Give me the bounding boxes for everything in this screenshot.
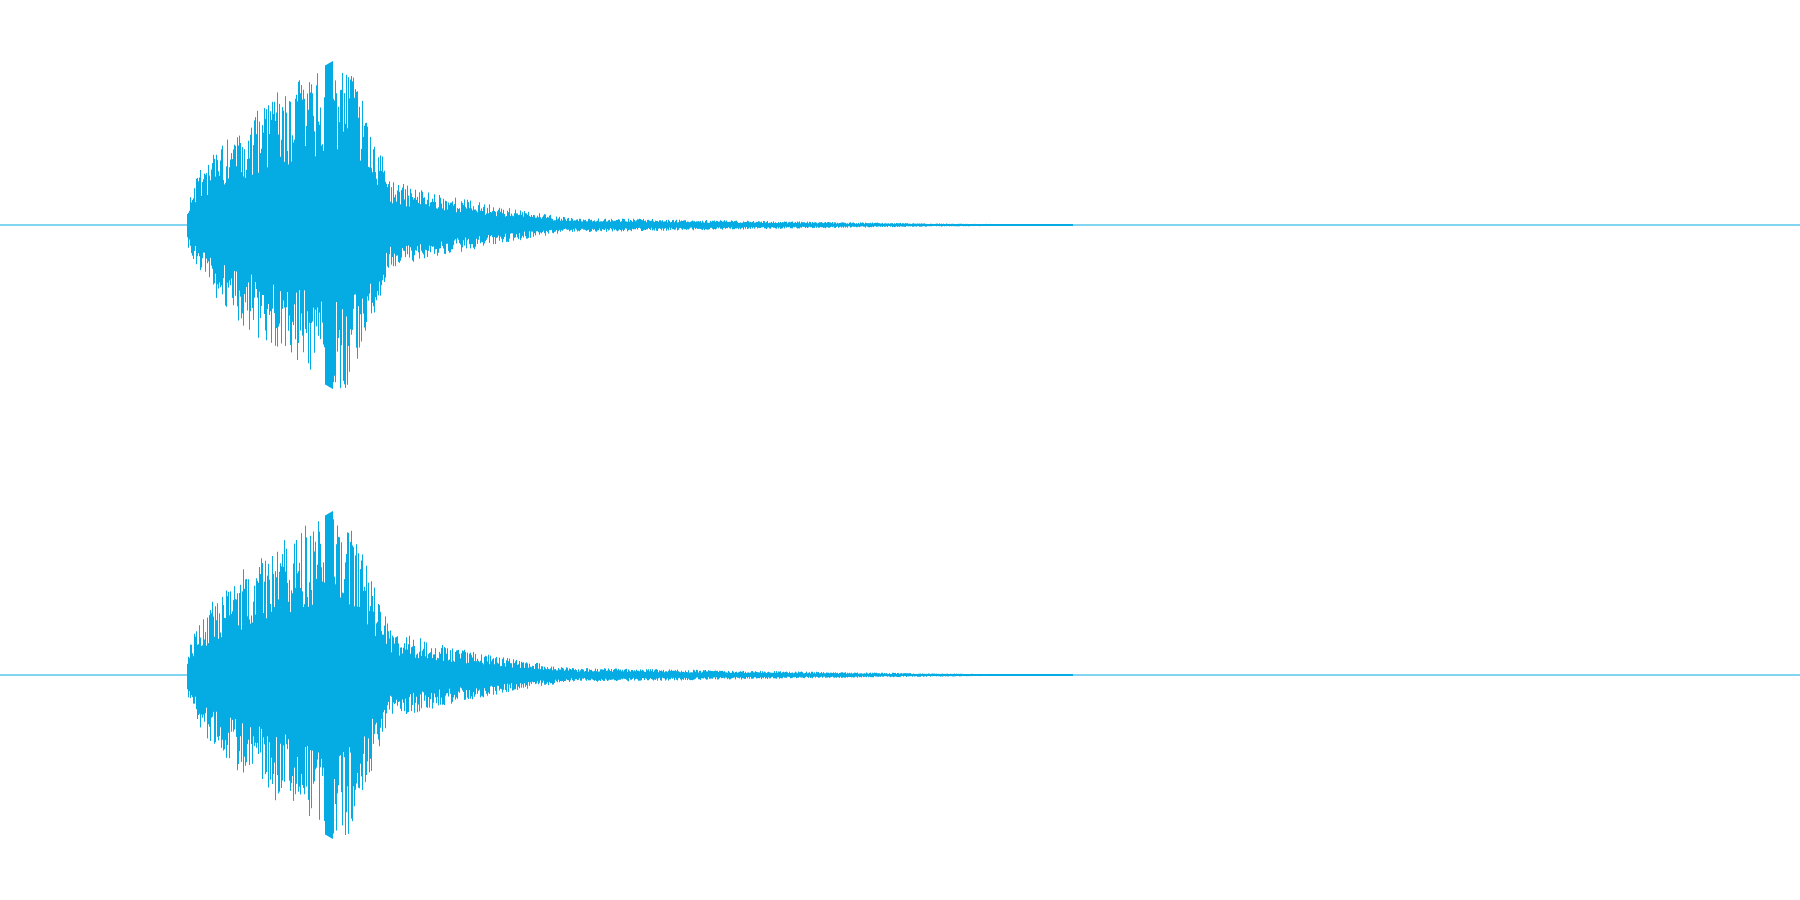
waveform-channel-right <box>0 511 1800 839</box>
channel-left-waveform <box>187 61 1073 389</box>
channel-right-waveform <box>187 511 1073 839</box>
waveform-channel-left <box>0 61 1800 389</box>
